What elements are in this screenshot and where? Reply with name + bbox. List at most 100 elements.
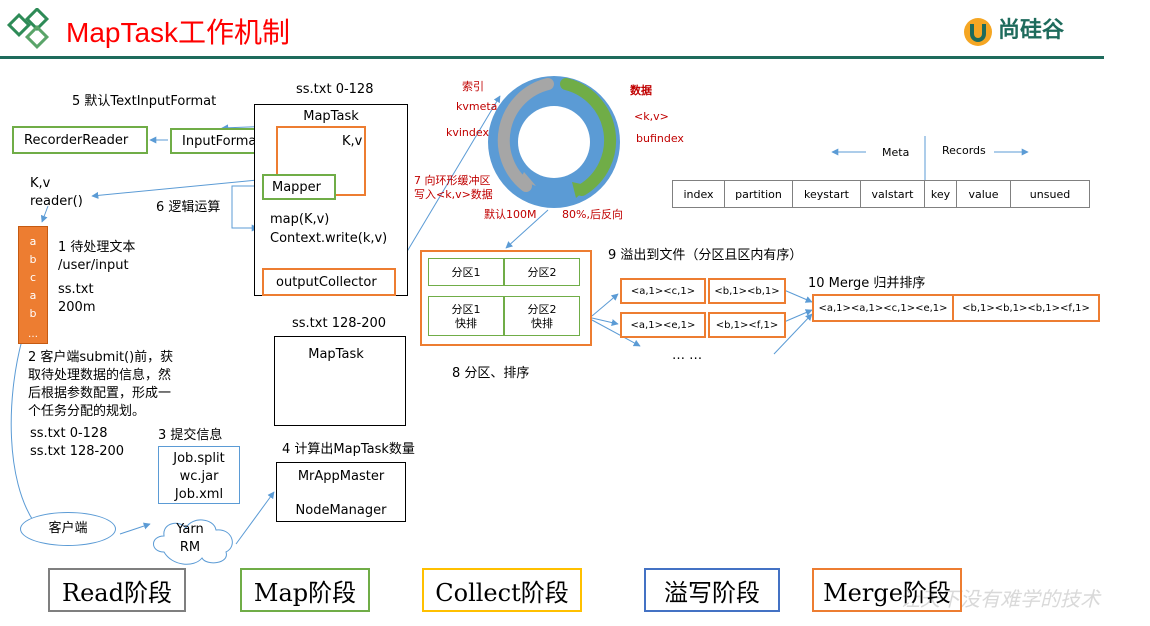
partition-sort-box: 分区1 分区2 分区1 快排 分区2 快排 <box>420 250 592 346</box>
input-file-name: ss.txt <box>58 282 94 297</box>
quicksort-label: 快排 <box>531 317 553 330</box>
header-divider <box>0 56 1104 59</box>
records-label: Records <box>942 144 986 157</box>
step6-label: 6 逻辑运算 <box>156 200 221 215</box>
spill-file-cell: <a,1><c,1> <box>620 278 706 304</box>
partition-label: 分区2 <box>527 303 557 316</box>
kvmeta-label: kvmeta <box>456 100 498 113</box>
brand-name: 尚硅谷 <box>998 18 1065 43</box>
spill-ellipsis: … … <box>672 348 703 363</box>
partition-label: 分区2 <box>527 266 557 279</box>
yarn-cloud-icon[interactable] <box>146 512 242 566</box>
watermark: 让天下没有难学的技术 <box>900 587 1100 611</box>
record-field-cell: unsued <box>1029 187 1071 201</box>
recorder-reader-label: RecorderReader <box>24 133 129 148</box>
legend-label: 溢写阶段 <box>664 578 760 607</box>
client-label: 客户端 <box>48 521 88 536</box>
maptask1-title: MapTask <box>303 109 359 124</box>
maptask2-title: MapTask <box>308 347 364 362</box>
step5-label: 5 默认TextInputFormat <box>72 94 217 109</box>
merged-record: <b,1><b,1><b,1><f,1> <box>962 302 1090 314</box>
page-title: MapTask工作机制 <box>66 17 291 48</box>
legend-label: Read阶段 <box>62 578 172 607</box>
partition-label: 分区1 <box>451 303 481 316</box>
yarn-label: Yarn <box>176 522 204 537</box>
step2-line: 取待处理数据的信息，然 <box>28 368 172 383</box>
brand-u-icon <box>964 18 992 46</box>
partition-cell: 分区1 <box>428 258 504 286</box>
step4-label: 4 计算出MapTask数量 <box>282 442 415 457</box>
merged-file-row: <a,1><a,1><c,1><e,1> <b,1><b,1><b,1><f,1… <box>812 294 1100 322</box>
file-char: a <box>29 235 37 248</box>
kv-pair-label: <k,v> <box>634 110 669 123</box>
job-file: Job.split <box>173 451 225 466</box>
partition-cell: 分区2 <box>504 258 580 286</box>
split1-label: ss.txt 0-128 <box>296 82 374 97</box>
split-entry: ss.txt 128-200 <box>30 444 125 459</box>
step8-label: 8 分区、排序 <box>452 366 530 381</box>
client-node[interactable]: 客户端 <box>20 512 116 546</box>
spill-record: <b,1><f,1> <box>715 320 779 331</box>
spill-file-cell: <b,1><b,1> <box>708 278 786 304</box>
input-file-block: a b c a b … <box>18 226 48 344</box>
spill-record: <a,1><e,1> <box>630 320 696 331</box>
spill-record: <a,1><c,1> <box>630 286 696 297</box>
file-char: a <box>29 289 37 302</box>
step2-line: 个任务分配的规划。 <box>28 404 146 419</box>
legend-collect: Collect阶段 <box>422 568 582 612</box>
step2-line: 后根据参数配置，形成一 <box>28 386 172 401</box>
meta-field-cell: valstart <box>861 181 925 207</box>
step1-line: 1 待处理文本 <box>58 240 136 255</box>
job-file: Job.xml <box>174 487 224 502</box>
rm-label: RM <box>179 540 201 555</box>
merged-record: <a,1><a,1><c,1><e,1> <box>814 296 954 320</box>
file-char: b <box>29 307 37 320</box>
mapper-box[interactable]: Mapper <box>262 174 336 200</box>
diamond-logo-icon <box>6 8 50 50</box>
brand-logo: 尚硅谷 <box>962 14 1102 50</box>
legend-read: Read阶段 <box>48 568 186 612</box>
meta-field-cell: keystart <box>793 181 861 207</box>
meta-field-cell: partition <box>725 181 793 207</box>
output-collector-label: outputCollector <box>276 275 377 290</box>
legend-spill: 溢写阶段 <box>644 568 780 612</box>
spill-record: <b,1><b,1> <box>714 286 780 297</box>
bufindex-label: bufindex <box>636 132 684 145</box>
step3-label: 3 提交信息 <box>158 428 223 443</box>
reader-call-label: reader() <box>30 194 83 209</box>
partition-sort-cell: 分区1 快排 <box>428 296 504 336</box>
step10-label: 10 Merge 归并排序 <box>808 276 926 291</box>
kvindex-label: kvindex <box>446 126 489 139</box>
job-files-box: Job.split wc.jar Job.xml <box>158 446 240 504</box>
step2-line: 2 客户端submit()前，获 <box>28 350 174 365</box>
split2-label: ss.txt 128-200 <box>292 316 387 331</box>
map-code-line: map(K,v) <box>270 212 330 227</box>
mapper-label: Mapper <box>272 180 322 195</box>
ring-buffer-icon <box>488 76 620 208</box>
meta-label: Meta <box>882 146 910 159</box>
app-master-box: MrAppMaster NodeManager <box>276 462 406 522</box>
split-entry: ss.txt 0-128 <box>30 426 108 441</box>
input-file-size: 200m <box>58 300 96 315</box>
output-collector-box[interactable]: outputCollector <box>262 268 396 296</box>
spill-file-cell: <a,1><e,1> <box>620 312 706 338</box>
file-char: … <box>28 329 38 340</box>
record-field-cell: key <box>925 181 957 207</box>
legend-map: Map阶段 <box>240 568 370 612</box>
legend-merge: Merge阶段 <box>812 568 962 612</box>
input-format-label: InputFormat <box>182 134 262 149</box>
data-label: 数据 <box>630 84 652 97</box>
input-path: /user/input <box>58 258 129 273</box>
recorder-reader-box[interactable]: RecorderReader <box>12 126 148 154</box>
default-size-label: 默认100M <box>484 208 537 221</box>
mapper-kv-label: K,v <box>342 134 363 149</box>
partition-sort-cell: 分区2 快排 <box>504 296 580 336</box>
legend-label: Collect阶段 <box>435 578 569 607</box>
legend-label: Map阶段 <box>253 578 357 607</box>
map-code-line: Context.write(k,v) <box>270 231 388 246</box>
legend-label: Merge阶段 <box>823 578 951 607</box>
app-master-label: MrAppMaster <box>297 469 385 484</box>
node-manager-label: NodeManager <box>295 503 387 518</box>
reader-kv-label: K,v <box>30 176 51 191</box>
record-field-cell: value <box>957 181 1011 207</box>
